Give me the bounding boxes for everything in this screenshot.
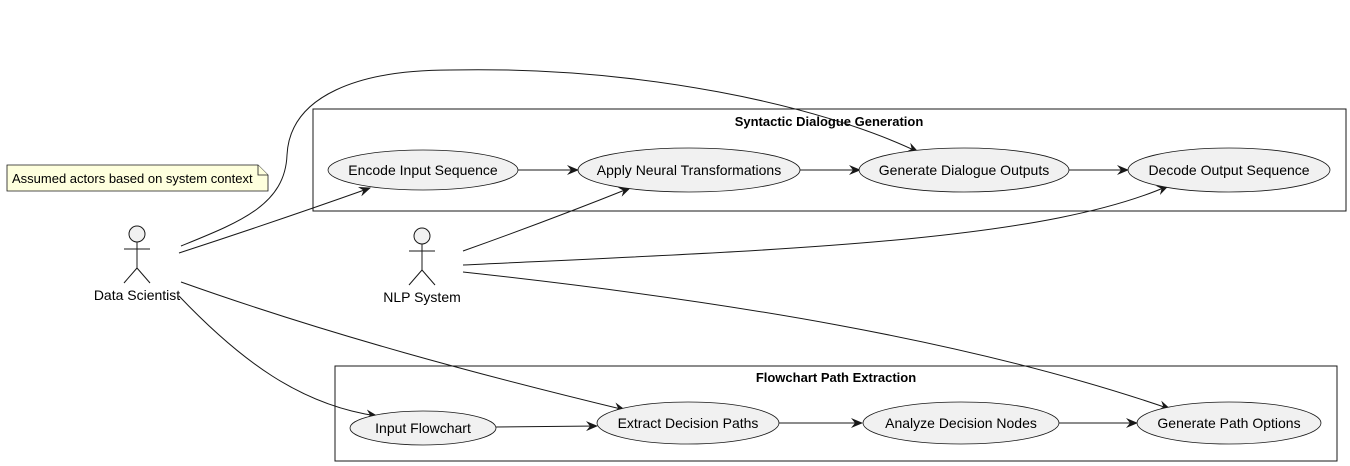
actor-label: Data Scientist (94, 287, 180, 303)
use-case-label: Encode Input Sequence (348, 162, 498, 178)
use-case-label: Decode Output Sequence (1148, 162, 1309, 178)
stick-figure-icon (408, 227, 436, 286)
edge-nlp-generate-paths (462, 271, 1171, 411)
actor-data-scientist[interactable]: Data Scientist (94, 225, 180, 303)
use-case-encode[interactable]: Encode Input Sequence (327, 149, 519, 191)
package-title-flowchart: Flowchart Path Extraction (756, 370, 916, 385)
note: Assumed actors based on system context (6, 164, 269, 192)
use-case-generate-paths[interactable]: Generate Path Options (1136, 401, 1322, 445)
actor-label: NLP System (383, 289, 461, 305)
use-case-label: Input Flowchart (375, 420, 471, 436)
stick-figure-icon (123, 225, 151, 284)
note-text: Assumed actors based on system context (12, 171, 253, 186)
package-title-syntactic: Syntactic Dialogue Generation (735, 114, 924, 129)
edge-nlp-decode (462, 185, 1169, 266)
use-case-generate-dialogue[interactable]: Generate Dialogue Outputs (858, 147, 1070, 193)
use-case-label: Analyze Decision Nodes (885, 415, 1037, 431)
use-case-label: Extract Decision Paths (618, 415, 759, 431)
edge-ds-input (178, 295, 378, 420)
use-case-extract[interactable]: Extract Decision Paths (596, 401, 780, 445)
use-case-analyze[interactable]: Analyze Decision Nodes (862, 401, 1060, 445)
edge-ds-extract (180, 281, 626, 413)
relations (178, 69, 1171, 432)
use-case-input[interactable]: Input Flowchart (349, 410, 497, 446)
edge-ds-generate-dialogue (180, 69, 919, 247)
use-case-apply[interactable]: Apply Neural Transformations (577, 147, 801, 193)
edge-ds-encode (178, 186, 371, 254)
use-case-label: Apply Neural Transformations (597, 162, 781, 178)
edge-input-extract (494, 421, 598, 432)
use-case-label: Generate Path Options (1157, 415, 1300, 431)
use-case-label: Generate Dialogue Outputs (879, 162, 1049, 178)
edge-nlp-apply (462, 187, 631, 252)
use-case-decode[interactable]: Decode Output Sequence (1127, 147, 1331, 193)
actor-nlp-system[interactable]: NLP System (383, 227, 461, 305)
